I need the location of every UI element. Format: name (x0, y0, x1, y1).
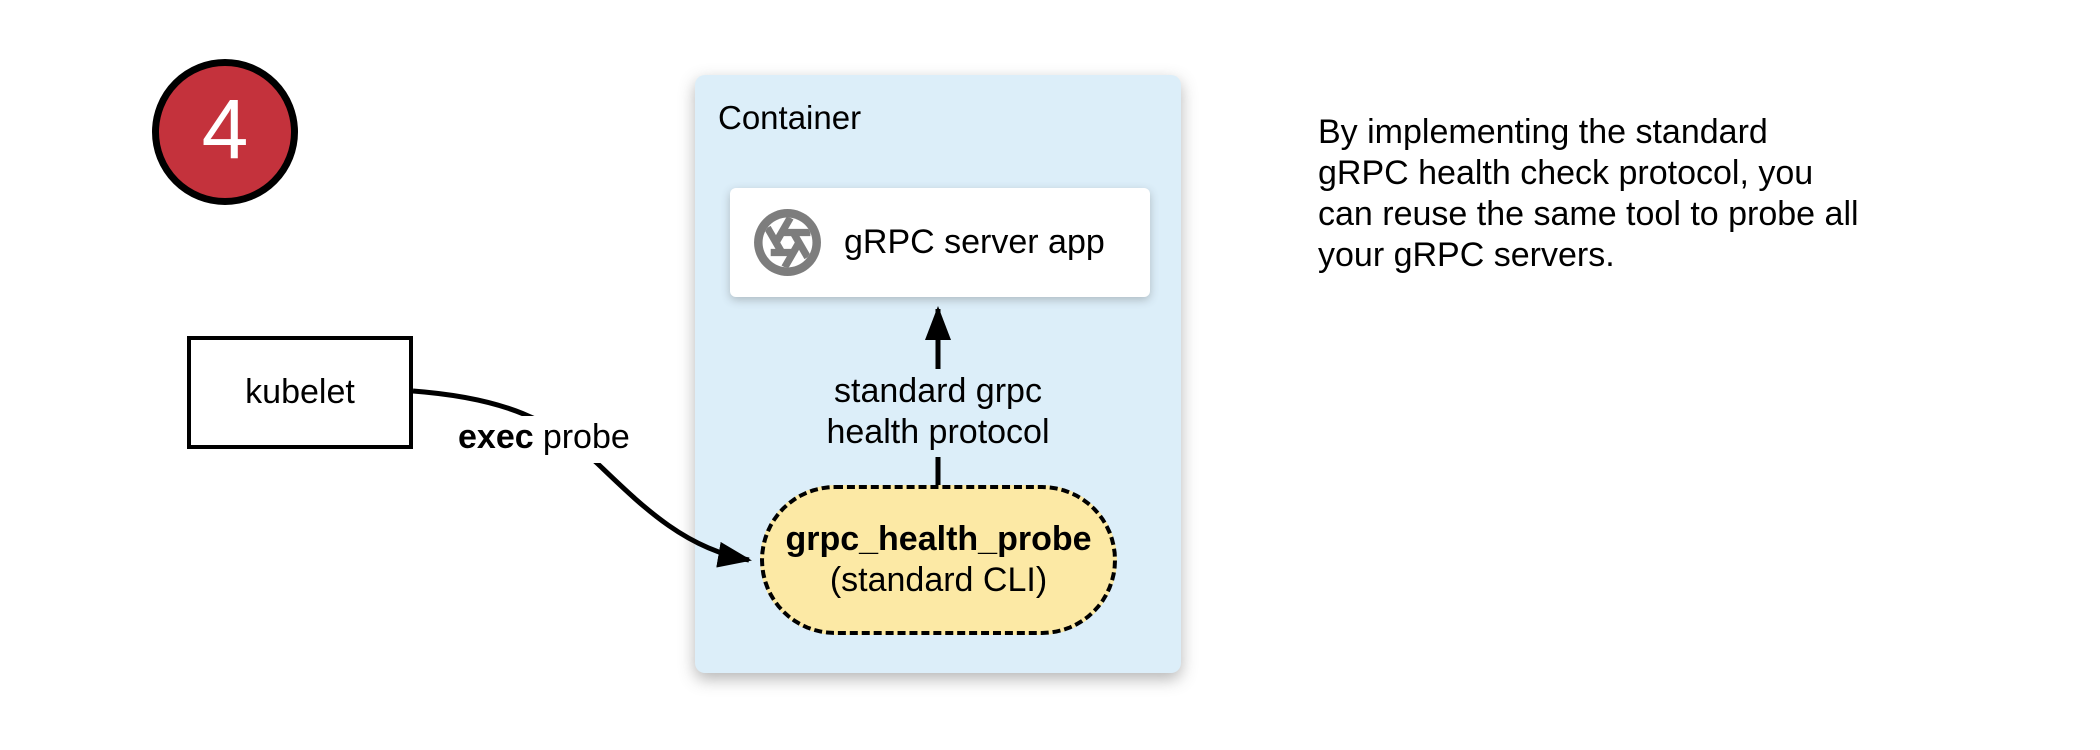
grpc-server-app-label: gRPC server app (844, 223, 1105, 261)
side-note-line-3: can reuse the same tool to probe all (1318, 195, 1859, 233)
grpc-server-app-node: gRPC server app (730, 188, 1150, 297)
step-number: 4 (201, 82, 249, 176)
health-protocol-line-2: health protocol (826, 413, 1050, 451)
side-note-line-2: gRPC health check protocol, you (1318, 154, 1814, 192)
health-protocol-line-1: standard grpc (834, 372, 1042, 410)
grpc-health-probe-name: grpc_health_probe (785, 520, 1092, 558)
kubelet-label: kubelet (245, 373, 355, 411)
side-note-line-1: By implementing the standard (1318, 113, 1768, 151)
side-note: By implementing the standard gRPC health… (1318, 112, 1859, 276)
side-note-line-4: your gRPC servers. (1318, 236, 1615, 274)
exec-probe-label-rest: probe (542, 418, 630, 456)
kubelet-node: kubelet (187, 336, 413, 449)
aperture-icon (751, 206, 824, 279)
health-protocol-label: standard grpc health protocol (793, 369, 1083, 457)
grpc-health-probe-detail: (standard CLI) (829, 561, 1048, 599)
exec-probe-label-bold: exec (458, 418, 534, 456)
step-number-badge: 4 (152, 59, 298, 205)
container-title: Container (718, 99, 862, 136)
grpc-health-probe-node: grpc_health_probe (standard CLI) (760, 485, 1117, 635)
